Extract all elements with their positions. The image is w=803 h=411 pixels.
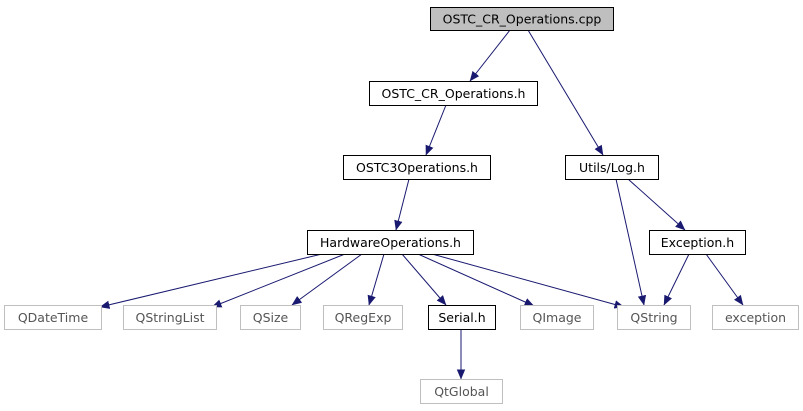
node-serial-h[interactable]: Serial.h [428, 305, 496, 330]
node-label-serial-h: Serial.h [438, 310, 485, 325]
node-label-exc-h: Exception.h [661, 235, 734, 250]
node-label-qimage: QImage [533, 310, 582, 325]
edge-log-h-to-exc-h [627, 178, 686, 231]
edge-ostc3-h-to-hw-h [394, 178, 410, 231]
node-label-cr-h: OSTC_CR_Operations.h [382, 86, 526, 101]
edge-cr-h-to-ostc3-h [425, 104, 447, 156]
node-box-qstring [617, 305, 691, 330]
node-qregexp: QRegExp [323, 305, 403, 330]
node-box-exc-h [649, 230, 746, 255]
node-label-qdatetime: QDateTime [18, 310, 89, 325]
node-label-exception: exception [725, 310, 786, 325]
node-label-qstring: QString [630, 310, 677, 325]
nodes: OSTC_CR_Operations.cppOSTC_CR_Operations… [4, 7, 799, 404]
node-box-qtglobal [420, 379, 503, 404]
edge-exc-h-to-exception [705, 253, 744, 306]
edge-root-to-log-h [527, 29, 604, 156]
node-box-serial-h [428, 305, 496, 330]
node-box-ostc3-h [343, 155, 491, 180]
node-label-root: OSTC_CR_Operations.cpp [443, 12, 602, 27]
node-box-cr-h [369, 81, 538, 106]
node-root[interactable]: OSTC_CR_Operations.cpp [430, 7, 614, 31]
node-label-qsize: QSize [253, 310, 289, 325]
node-ostc3-h[interactable]: OSTC3Operations.h [343, 155, 491, 180]
node-box-qstringlist [123, 305, 217, 330]
node-cr-h[interactable]: OSTC_CR_Operations.h [369, 81, 538, 106]
node-box-log-h [565, 155, 659, 180]
node-qdatetime: QDateTime [4, 305, 102, 330]
node-label-qstringlist: QStringList [136, 310, 205, 325]
node-box-root [430, 7, 614, 31]
node-label-hw-h: HardwareOperations.h [320, 235, 461, 250]
edge-exc-h-to-qstring [663, 253, 690, 306]
edge-hw-h-to-serial-h [401, 253, 447, 306]
edge-hw-h-to-qsize [291, 253, 363, 306]
node-log-h[interactable]: Utils/Log.h [565, 155, 659, 180]
node-box-qimage [520, 305, 594, 330]
edge-root-to-cr-h [469, 29, 511, 82]
node-exception: exception [712, 305, 799, 330]
node-qsize: QSize [240, 305, 301, 330]
edge-hw-h-to-qstringlist [211, 253, 346, 308]
node-label-qregexp: QRegExp [335, 310, 392, 325]
node-label-log-h: Utils/Log.h [579, 160, 645, 175]
node-qimage: QImage [520, 305, 594, 330]
node-box-qsize [240, 305, 301, 330]
node-hw-h[interactable]: HardwareOperations.h [307, 230, 474, 255]
edge-hw-h-to-qdatetime [99, 253, 323, 309]
node-exc-h[interactable]: Exception.h [649, 230, 746, 255]
node-box-hw-h [307, 230, 474, 255]
edge-hw-h-to-qregexp [367, 253, 385, 306]
edge-log-h-to-qstring [615, 178, 647, 306]
edge-hw-h-to-qimage [417, 253, 535, 307]
node-box-qdatetime [4, 305, 102, 330]
node-label-ostc3-h: OSTC3Operations.h [356, 160, 478, 175]
edge-hw-h-to-qstring [431, 253, 625, 309]
node-qstring: QString [617, 305, 691, 330]
node-qtglobal: QtGlobal [420, 379, 503, 404]
node-box-exception [712, 305, 799, 330]
edges [99, 29, 744, 380]
node-label-qtglobal: QtGlobal [434, 384, 489, 399]
node-box-qregexp [323, 305, 403, 330]
node-qstringlist: QStringList [123, 305, 217, 330]
